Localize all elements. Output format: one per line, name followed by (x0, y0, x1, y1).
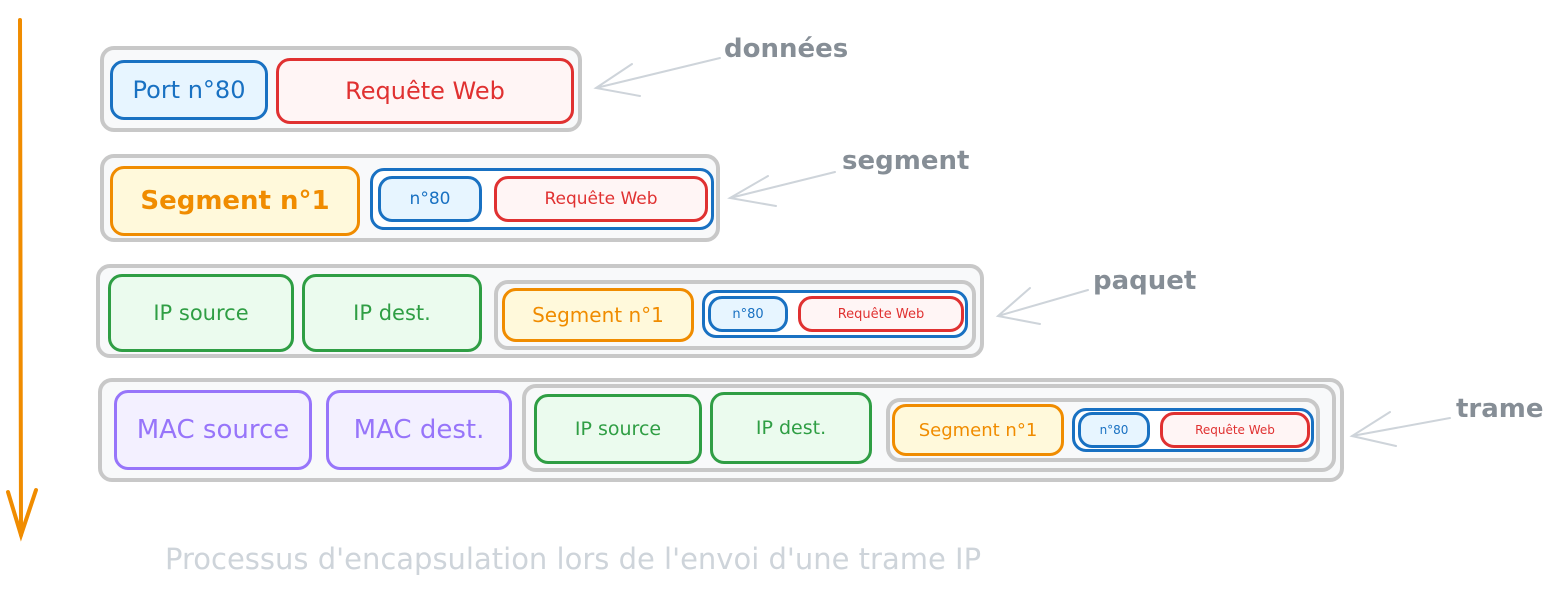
label-trame: trame (1456, 394, 1544, 424)
ip-dest-box: IP dest. (710, 392, 872, 464)
ip-source-box: IP source (108, 274, 294, 352)
segment-header-box: Segment n°1 (892, 404, 1064, 456)
ip-source-box: IP source (534, 394, 702, 464)
port-box: Port n°80 (110, 60, 268, 120)
process-arrow (6, 18, 38, 542)
port-box: n°80 (1078, 412, 1150, 448)
mac-source-box: MAC source (114, 390, 312, 470)
web-request-box: Requête Web (798, 296, 964, 332)
segment-header-box: Segment n°1 (502, 288, 694, 342)
caption: Processus d'encapsulation lors de l'envo… (165, 542, 982, 576)
label-paquet: paquet (1093, 266, 1197, 296)
donnees-arrow (593, 57, 721, 97)
web-request-box: Requête Web (276, 58, 574, 124)
port-box: n°80 (708, 296, 788, 332)
web-request-box: Requête Web (494, 176, 708, 222)
paquet-arrow (995, 287, 1089, 325)
mac-dest-box: MAC dest. (326, 390, 512, 470)
ip-dest-box: IP dest. (302, 274, 482, 352)
segment-arrow (727, 171, 836, 207)
trame-arrow (1349, 411, 1451, 447)
segment-header-box: Segment n°1 (110, 166, 360, 236)
label-donnees: données (724, 34, 849, 64)
port-box: n°80 (378, 176, 482, 222)
web-request-box: Requête Web (1160, 412, 1310, 448)
label-segment: segment (842, 146, 970, 176)
